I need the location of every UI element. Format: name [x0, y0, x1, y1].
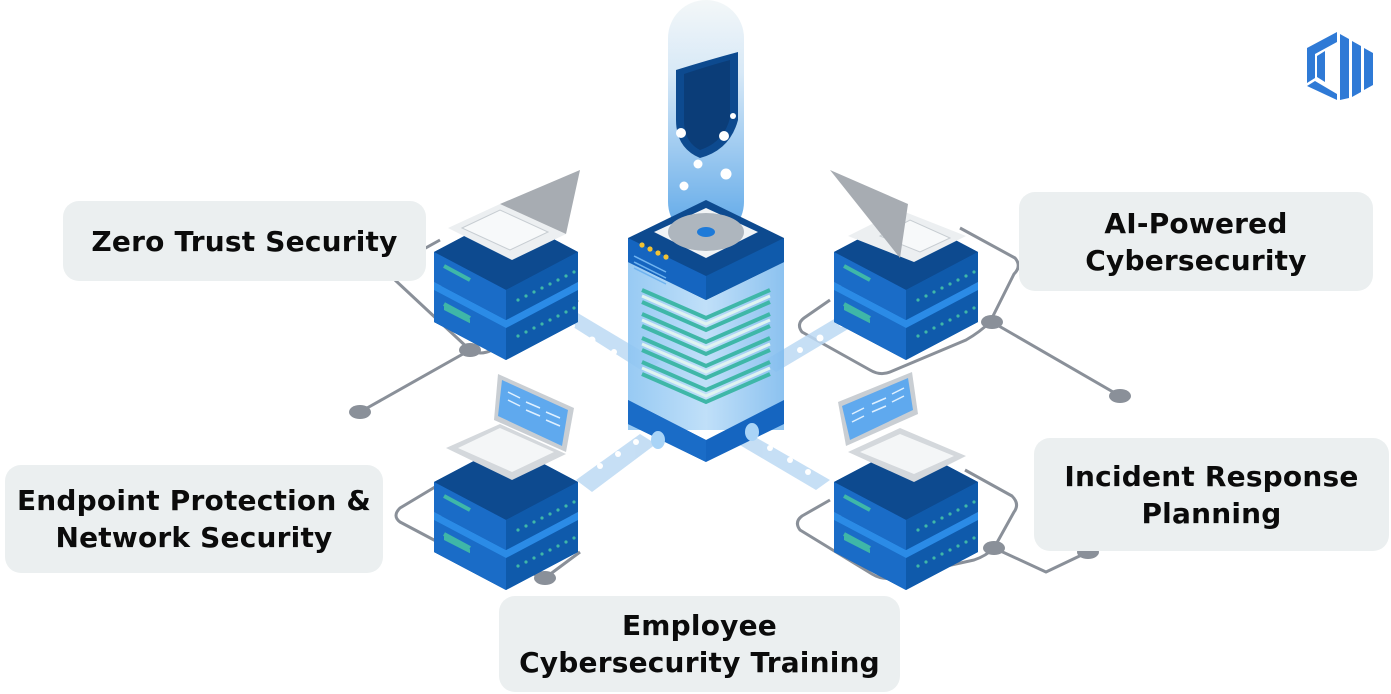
- label-line: Zero Trust Security: [91, 224, 398, 258]
- label-employee-cybersecurity-training: Employee Cybersecurity Training: [499, 596, 900, 692]
- central-security-tower: [628, 0, 784, 462]
- label-line: Cybersecurity: [1085, 243, 1307, 277]
- brand-logo-icon: [1307, 32, 1373, 100]
- label-line: AI-Powered: [1104, 206, 1288, 240]
- label-line: Network Security: [55, 521, 333, 554]
- label-line: Employee: [621, 609, 777, 642]
- label-line: Planning: [1141, 496, 1282, 530]
- label-line: Endpoint Protection &: [16, 484, 372, 517]
- label-ai-powered-cybersecurity: AI-Powered Cybersecurity: [1019, 192, 1373, 291]
- label-incident-response-planning: Incident Response Planning: [1034, 438, 1389, 551]
- label-zero-trust-security: Zero Trust Security: [63, 201, 426, 281]
- label-endpoint-protection: Endpoint Protection & Network Security: [5, 465, 383, 573]
- label-line: Cybersecurity Training: [519, 646, 880, 679]
- label-line: Incident Response: [1064, 459, 1359, 493]
